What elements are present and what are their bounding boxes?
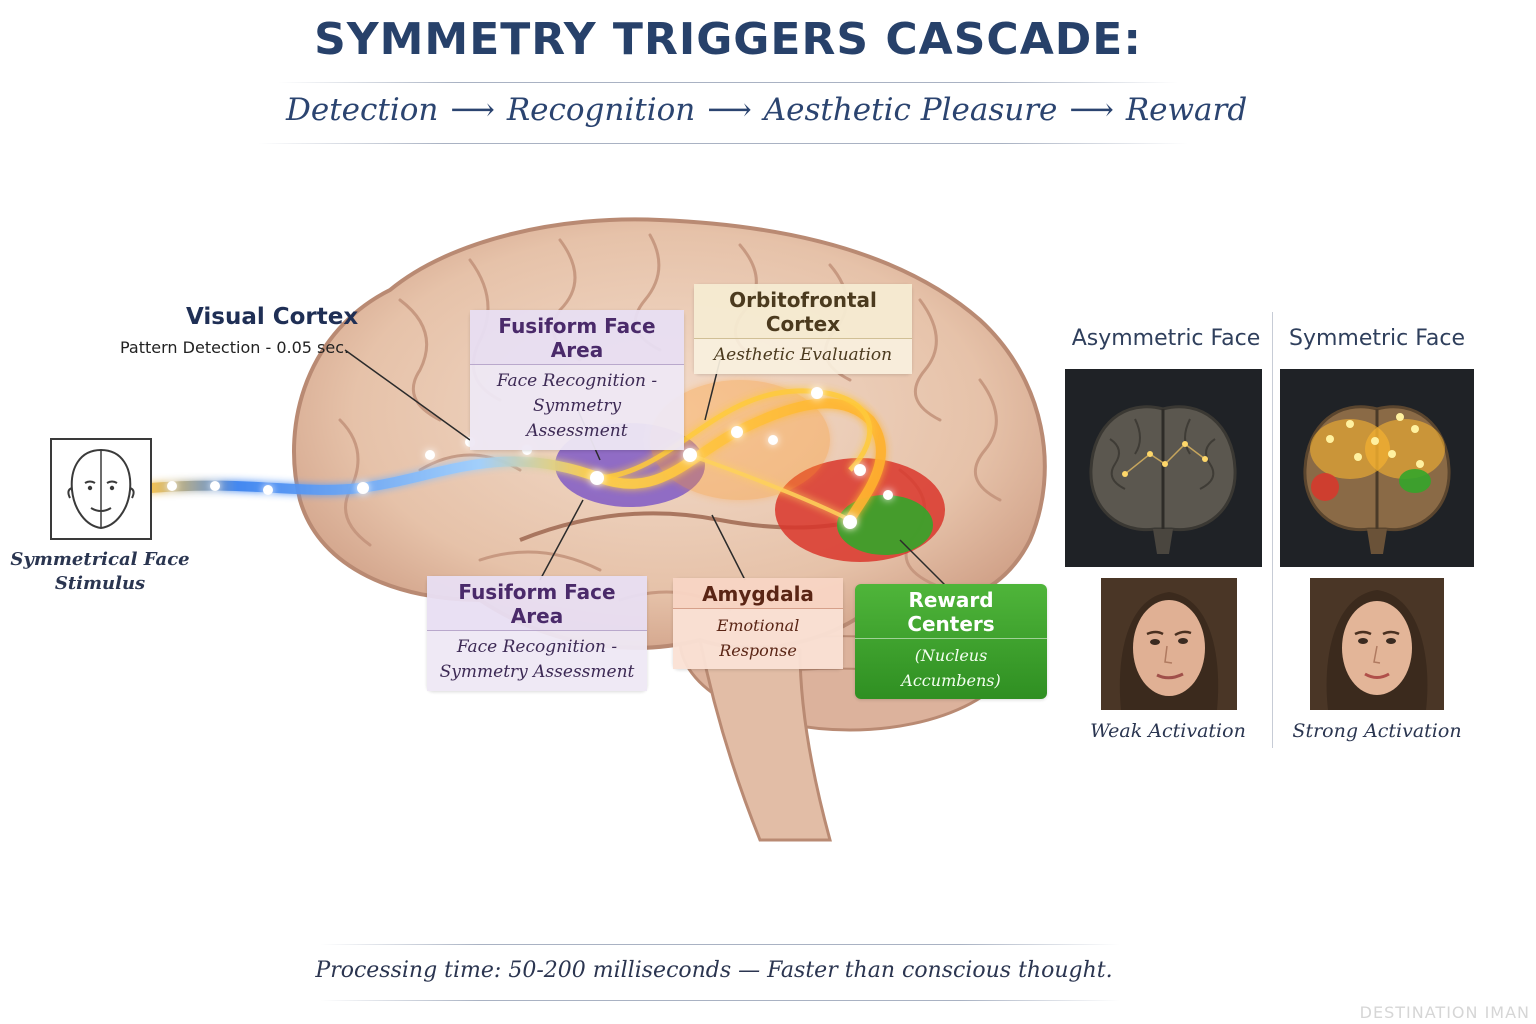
reward-centers-box: Reward Centers (Nucleus Accumbens) xyxy=(855,584,1047,699)
visual-cortex-title: Visual Cortex xyxy=(186,304,359,330)
stimulus-label: Symmetrical Face Stimulus xyxy=(10,548,190,596)
ffa-bottom-title: Fusiform Face Area xyxy=(427,576,647,631)
brain-diagram xyxy=(145,217,1047,842)
asymmetric-brain-scan xyxy=(1065,369,1262,567)
arrow-icon: ⟶ xyxy=(1069,92,1114,128)
asymmetric-caption: Weak Activation xyxy=(1090,720,1246,742)
symmetric-face-photo xyxy=(1310,578,1444,710)
subtitle-divider xyxy=(258,143,1188,144)
ffa-top-line2: Symmetry Assessment xyxy=(526,396,628,441)
watermark: DESTINATION IMAN xyxy=(1359,1003,1530,1022)
ffa-top-line1: Face Recognition - xyxy=(496,371,658,391)
asymmetric-face-title: Asymmetric Face xyxy=(1071,326,1261,351)
footer-divider-top xyxy=(320,944,1120,945)
ffa-top-title: Fusiform Face Area xyxy=(470,310,684,365)
processing-time-note: Processing time: 50-200 milliseconds — F… xyxy=(315,958,1113,983)
pathway-nodes xyxy=(167,387,893,529)
face-icon xyxy=(67,448,135,530)
brainstem xyxy=(698,638,832,842)
reward-title: Reward Centers xyxy=(855,584,1047,639)
amygdala-box: Amygdala Emotional Response xyxy=(673,578,843,669)
cascade-subtitle: Detection ⟶ Recognition ⟶ Aesthetic Pleasure… xyxy=(286,92,1247,128)
title-divider xyxy=(278,82,1178,83)
footer-divider-bottom xyxy=(320,1000,1120,1001)
amygdala-title: Amygdala xyxy=(673,578,843,609)
neural-pathway-branch xyxy=(599,388,873,481)
step-aesthetic-pleasure: Aesthetic Pleasure xyxy=(763,92,1058,128)
ffa-bottom-detail: Face Recognition - Symmetry Assessment xyxy=(427,631,647,691)
fusiform-face-area-box-bottom: Fusiform Face Area Face Recognition - Sy… xyxy=(427,576,647,691)
step-reward: Reward xyxy=(1125,92,1248,128)
stimulus-label-line1: Symmetrical Face xyxy=(10,549,190,570)
orbitofrontal-title: Orbitofrontal Cortex xyxy=(694,284,912,339)
orbitofrontal-cortex-box: Orbitofrontal Cortex Aesthetic Evaluatio… xyxy=(694,284,912,374)
page-title: SYMMETRY TRIGGERS CASCADE: xyxy=(314,14,1142,65)
ffa-bottom-line2: Symmetry Assessment xyxy=(439,662,635,682)
arrow-icon: ⟶ xyxy=(707,92,752,128)
ffa-bottom-line1: Face Recognition - xyxy=(456,637,618,657)
amygdala-detail: Emotional Response xyxy=(673,609,843,669)
stimulus-label-line2: Stimulus xyxy=(54,573,146,594)
symmetric-caption: Strong Activation xyxy=(1292,720,1462,742)
panel-divider xyxy=(1272,312,1273,748)
reward-detail: (Nucleus Accumbens) xyxy=(901,646,1001,690)
symmetric-brain-scan xyxy=(1280,369,1474,567)
step-recognition: Recognition xyxy=(506,92,696,128)
neural-pathway-branch xyxy=(689,453,851,522)
step-detection: Detection xyxy=(286,92,439,128)
ffa-top-detail: Face Recognition - Symmetry Assessment xyxy=(470,365,684,450)
asymmetric-face-photo xyxy=(1101,578,1237,710)
face-stimulus-frame xyxy=(50,438,152,540)
symmetric-face-title: Symmetric Face xyxy=(1289,326,1465,351)
arrow-icon: ⟶ xyxy=(450,92,495,128)
orbitofrontal-detail: Aesthetic Evaluation xyxy=(694,339,912,374)
fusiform-face-area-box-top: Fusiform Face Area Face Recognition - Sy… xyxy=(470,310,684,450)
visual-cortex-detail: Pattern Detection - 0.05 sec. xyxy=(120,338,350,357)
